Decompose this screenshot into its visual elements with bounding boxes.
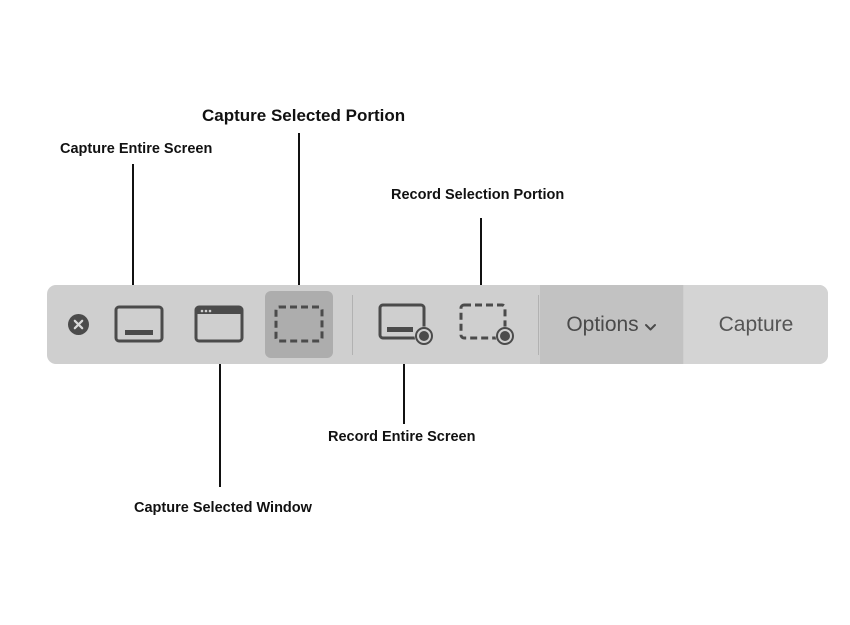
label-record-selection-portion: Record Selection Portion [391,187,565,203]
record-selection-icon [459,303,515,346]
screenshot-toolbar: Options Capture [47,285,828,364]
leader-line-capture-selected-window [219,341,221,487]
close-circle-icon [68,314,89,335]
capture-label: Capture [718,312,794,336]
capture-selected-window-button[interactable] [189,301,249,347]
options-menu-button[interactable]: Options [540,285,683,364]
leader-line-capture-selected-portion [298,133,300,287]
toolbar-divider [352,295,353,355]
label-record-entire-screen: Record Entire Screen [328,429,476,445]
leader-line-record-entire-screen [403,340,405,424]
chevron-down-icon [644,323,656,330]
close-button[interactable] [68,314,89,335]
selection-dashed-icon [274,305,324,343]
capture-selected-portion-button[interactable] [269,301,329,347]
options-label: Options [566,312,639,336]
label-capture-selected-window: Capture Selected Window [134,500,312,516]
capture-entire-screen-button[interactable] [109,301,169,347]
entire-screen-icon [114,305,164,343]
record-entire-screen-button[interactable] [373,300,437,348]
window-icon [194,305,244,343]
label-capture-selected-portion: Capture Selected Portion [202,106,406,125]
leader-line-record-selection-portion [480,218,482,306]
record-screen-icon [378,303,434,346]
label-capture-entire-screen: Capture Entire Screen [60,141,213,157]
capture-button[interactable]: Capture [684,285,828,364]
toolbar-divider [538,295,539,355]
leader-line-capture-entire-screen [132,164,134,287]
record-selection-portion-button[interactable] [454,300,518,348]
